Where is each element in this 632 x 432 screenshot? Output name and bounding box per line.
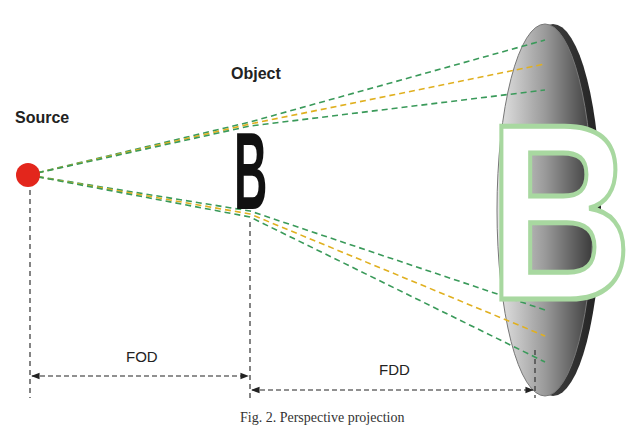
dimension-guides	[30, 190, 535, 398]
figure-caption: Fig. 2. Perspective projection	[240, 410, 404, 426]
projected-letter: B	[488, 69, 632, 356]
fdd-label: FDD	[379, 361, 410, 378]
object-label: Object	[231, 65, 281, 83]
source-label: Source	[15, 109, 69, 127]
dimension-arrows	[32, 376, 533, 390]
object-letter: B	[234, 107, 267, 234]
fod-label: FOD	[126, 348, 158, 365]
x-ray-source	[16, 163, 40, 187]
ray-lines	[28, 40, 545, 362]
